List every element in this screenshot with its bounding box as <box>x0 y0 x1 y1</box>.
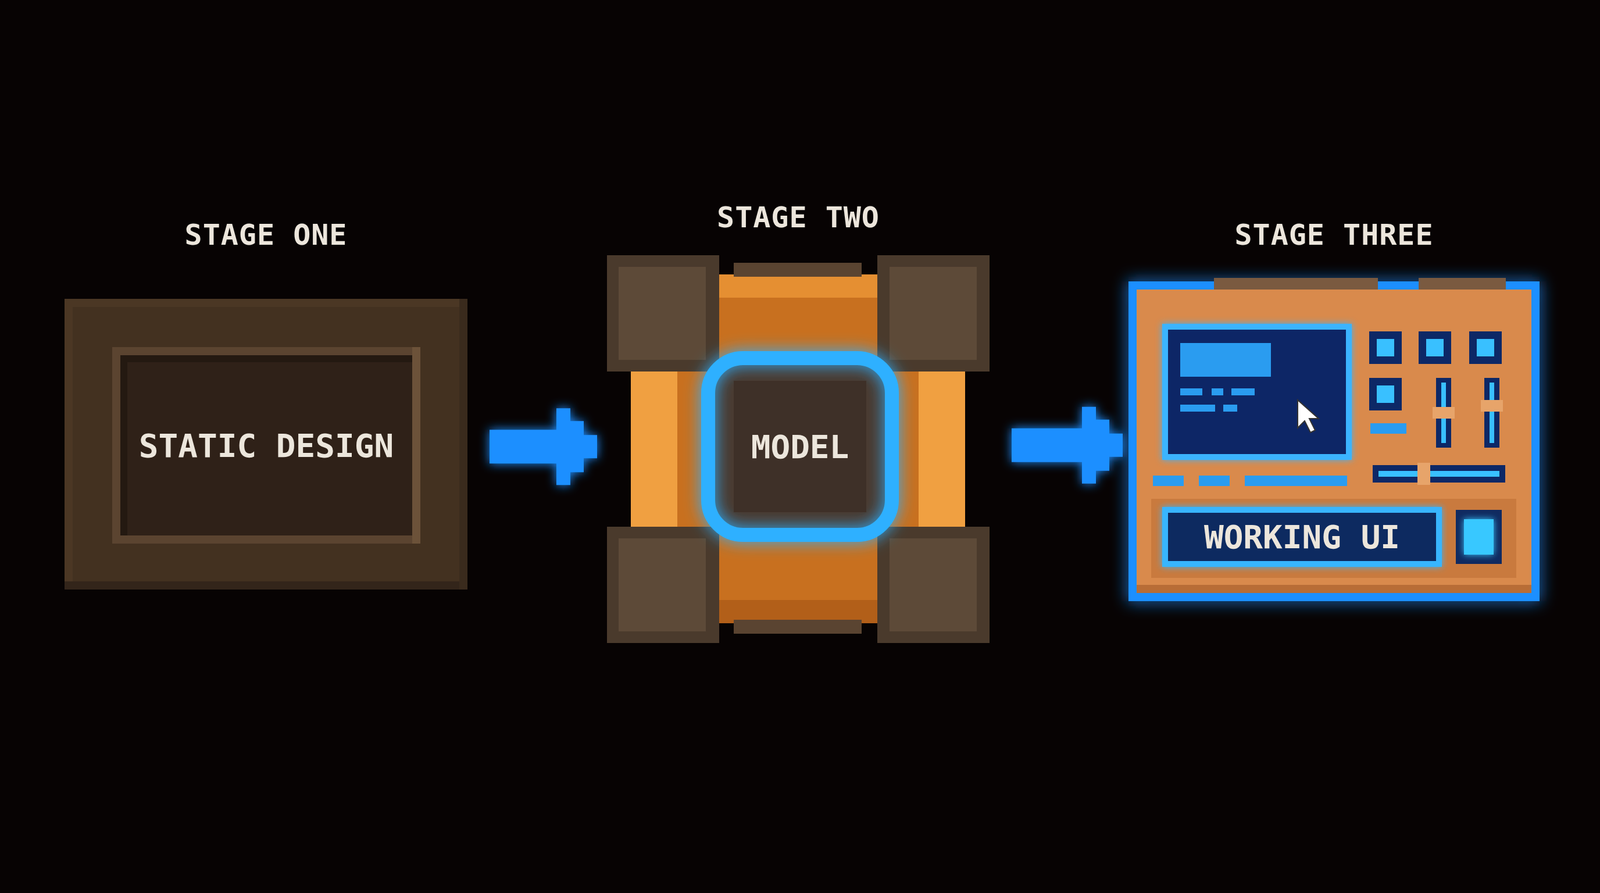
model-crate <box>606 255 990 644</box>
ui-panel-part <box>1489 382 1495 444</box>
flow-arrow <box>489 408 598 485</box>
ui-panel-part <box>1372 465 1506 483</box>
static-design-frame-part <box>72 306 460 582</box>
model-crate-part <box>733 380 867 513</box>
model-crate-part <box>708 358 892 535</box>
ui-panel-part <box>1244 475 1348 487</box>
ui-panel-part <box>1418 331 1452 364</box>
ui-panel-part <box>1136 289 1532 594</box>
stage-box: STAGE THREEWORKING UI <box>1132 285 1536 598</box>
stage-box: STAGE ONESTATIC DESIGN <box>64 298 468 590</box>
model-crate-part <box>733 262 862 277</box>
ui-panel-part <box>1480 400 1503 412</box>
stage-box: STAGE TWOMODEL <box>606 255 990 644</box>
stage-label: WORKING UI <box>1168 513 1436 561</box>
static-design-frame-part <box>64 581 468 590</box>
ui-panel-part <box>1165 509 1439 564</box>
model-crate-part <box>708 358 892 535</box>
ui-panel-part <box>1198 475 1230 487</box>
ui-panel-part <box>1290 277 1378 291</box>
ui-panel-part <box>1231 388 1255 396</box>
stage-label: MODEL <box>733 380 867 513</box>
ui-panel-part <box>1369 331 1402 364</box>
model-crate-part <box>877 526 990 644</box>
ui-panel-part <box>1370 423 1407 434</box>
ui-panel-part <box>1484 377 1500 448</box>
model-crate-part <box>606 255 720 372</box>
ui-panel-part <box>1180 388 1203 396</box>
ui-panel-part <box>1476 338 1495 357</box>
ui-panel-part <box>1211 388 1224 396</box>
ui-panel-part <box>1151 498 1517 578</box>
ui-panel-part <box>1418 277 1506 291</box>
stage-label: STATIC DESIGN <box>120 355 413 536</box>
ui-panel-part <box>1223 404 1238 412</box>
stage-heading: STAGE ONE <box>6 214 526 256</box>
ui-panel-part <box>1297 400 1319 433</box>
ui-panel <box>1132 277 1536 598</box>
static-design-frame-part <box>120 355 413 536</box>
static-design-frame-part <box>412 347 421 544</box>
model-crate-part <box>877 255 990 372</box>
static-design-frame-part <box>64 298 468 590</box>
flow-arrow <box>1011 406 1123 484</box>
model-crate-part <box>606 526 720 644</box>
ui-panel-part <box>1469 331 1502 364</box>
ui-panel-part <box>1136 584 1532 594</box>
ui-panel-part <box>1376 385 1395 403</box>
ui-panel-part <box>1180 343 1271 377</box>
ui-panel-part <box>1455 509 1502 564</box>
stage-heading: STAGE THREE <box>1074 214 1594 256</box>
static-design-frame-part <box>459 298 468 590</box>
model-crate-part <box>733 619 862 634</box>
ui-panel-part <box>1180 404 1216 412</box>
ui-panel-part <box>1152 475 1184 487</box>
ui-panel-part <box>1432 406 1455 419</box>
model-crate-part <box>618 538 706 632</box>
ui-panel-part <box>1213 277 1302 291</box>
ui-panel-part <box>1132 285 1536 598</box>
ui-panel-part <box>1376 338 1395 357</box>
static-design-frame-part <box>120 355 413 363</box>
static-design-frame-part <box>112 347 421 544</box>
model-crate-part <box>618 266 706 360</box>
model-crate-part <box>889 538 977 632</box>
ui-panel-part <box>1165 326 1349 457</box>
static-design-frame <box>64 298 468 590</box>
ui-panel-part <box>1463 519 1494 555</box>
ui-panel-part <box>1417 462 1431 485</box>
ui-panel-part <box>1426 338 1444 357</box>
static-design-frame-part <box>120 355 128 536</box>
ui-panel-part <box>1378 470 1500 477</box>
ui-panel-part <box>1369 377 1402 411</box>
stage-heading: STAGE TWO <box>548 197 1048 238</box>
model-crate-part <box>889 266 977 360</box>
